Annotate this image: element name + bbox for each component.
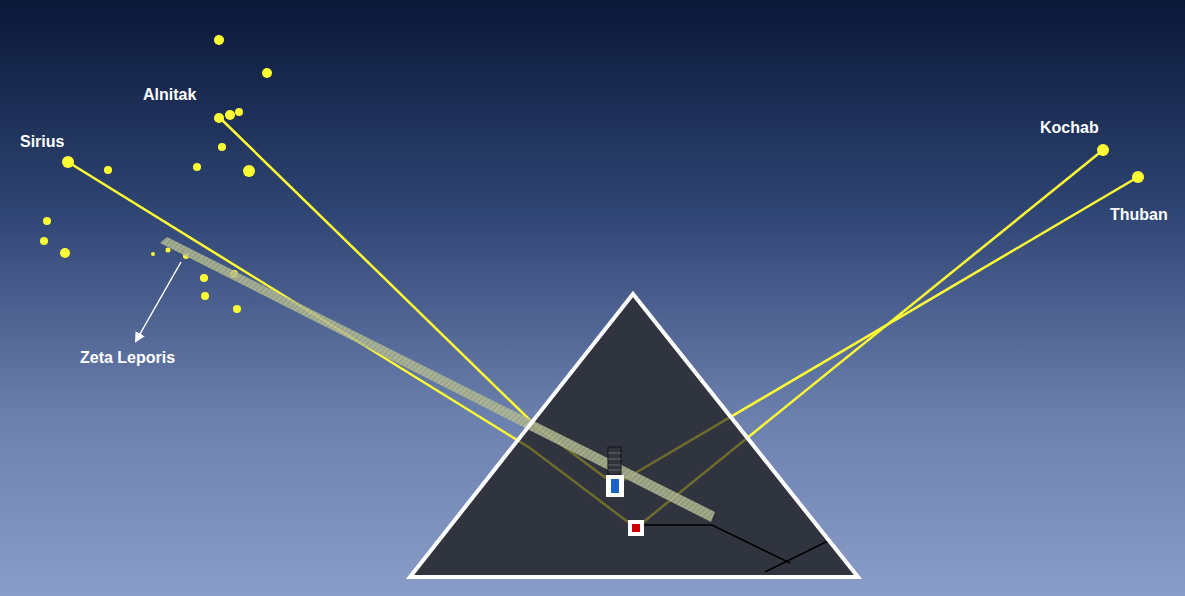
kings-chamber [606,475,624,497]
star-name: Sirius [20,132,64,151]
star-name: Kochab [1040,118,1099,137]
pyramid [410,294,858,577]
star-name: Thuban [1110,205,1168,224]
zeta-leporis-band [160,237,715,522]
kings-chamber-fill [611,479,619,493]
inner-shafts [68,118,1138,528]
pyramid-outline [410,294,858,577]
star-shafts [68,118,1138,528]
passages [644,525,830,572]
star-label: Zeta Leporis [80,348,175,367]
star-name: Alnitak [143,85,196,104]
queens-chamber [628,520,644,536]
relieving-chambers [608,447,621,475]
leader-arrow [136,262,181,341]
queens-chamber-fill [632,524,640,532]
